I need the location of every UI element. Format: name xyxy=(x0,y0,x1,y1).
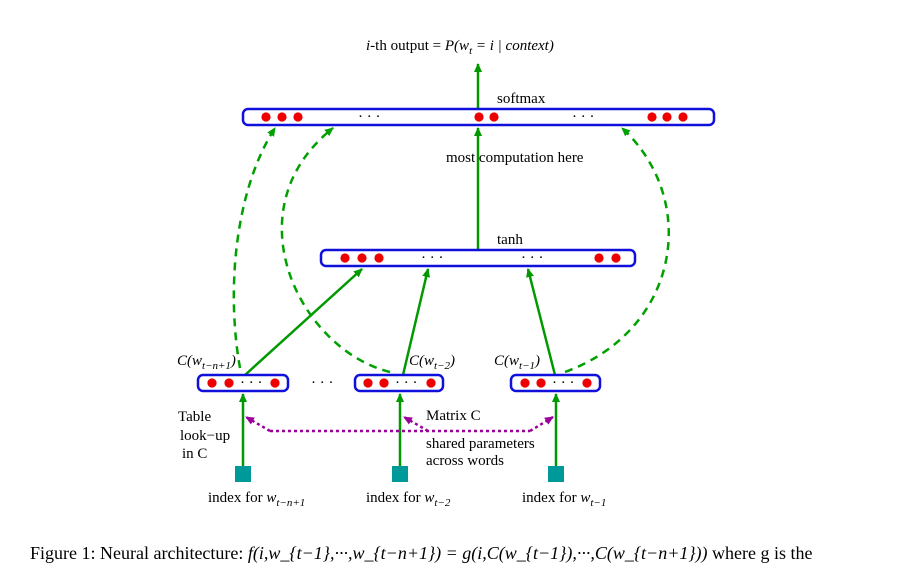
softmax-ellipsis-right: · · · xyxy=(572,109,595,125)
context3-to-softmax-dashed xyxy=(564,127,670,374)
caption-formula: f(i,w_{t−1},···,w_{t−n+1}) = g(i,C(w_{t−… xyxy=(247,543,708,563)
context-ellipsis: · · · xyxy=(240,375,263,391)
context-ellipsis: · · · xyxy=(552,375,575,391)
context-unit xyxy=(270,378,280,388)
tanh-ellipsis-right: · · · xyxy=(521,250,544,266)
tanh-unit xyxy=(611,253,621,263)
tanh-unit xyxy=(594,253,604,263)
softmax-label: softmax xyxy=(497,91,546,107)
context-unit xyxy=(379,378,389,388)
softmax-units xyxy=(261,112,688,122)
context1-to-softmax-dashed xyxy=(232,127,277,369)
matrix-c-label: Matrix C xyxy=(426,408,481,424)
softmax-unit xyxy=(647,112,657,122)
context3-to-tanh-arrow xyxy=(526,268,557,376)
tanh-unit xyxy=(357,253,367,263)
most-computation-label: most computation here xyxy=(446,150,584,166)
context-unit xyxy=(426,378,436,388)
context-unit xyxy=(582,378,592,388)
tanh-layer-box xyxy=(319,248,637,268)
context2-label: C(wt−2) xyxy=(409,353,455,372)
softmax-ellipsis-left: · · · xyxy=(358,109,381,125)
index-label-3: index for wt−1 xyxy=(522,490,606,509)
index-square-2 xyxy=(392,466,408,482)
tanh-unit xyxy=(374,253,384,263)
caption-suffix: where g is the xyxy=(707,543,813,563)
shared-to-context2-dotted xyxy=(403,415,429,433)
output-label: i-th output = P(wt = i | context) xyxy=(366,38,554,57)
context-ellipsis: · · · xyxy=(395,375,418,391)
shared-to-context3-dotted xyxy=(529,415,554,433)
softmax-unit xyxy=(277,112,287,122)
context-node-1: · · · xyxy=(196,373,290,393)
tanh-units xyxy=(340,253,621,263)
context-node-2: · · · xyxy=(353,373,445,393)
caption-prefix: Figure 1: Neural architecture: xyxy=(30,543,248,563)
shared-parameters-label: shared parameters across words xyxy=(426,436,538,469)
context-box xyxy=(353,373,445,393)
context1-to-tanh-arrow xyxy=(244,268,363,376)
index-label-1: index for wt−n+1 xyxy=(208,490,305,509)
softmax-unit xyxy=(678,112,688,122)
tanh-label: tanh xyxy=(497,232,523,248)
context-box xyxy=(196,373,290,393)
softmax-unit xyxy=(293,112,303,122)
context3-label: C(wt−1) xyxy=(494,353,540,372)
context-unit xyxy=(224,378,234,388)
context-between-ellipsis: · · · xyxy=(311,375,334,391)
softmax-unit xyxy=(489,112,499,122)
index-square-3 xyxy=(548,466,564,482)
softmax-unit xyxy=(261,112,271,122)
context-node-3: · · · xyxy=(509,373,602,393)
context-unit xyxy=(363,378,373,388)
softmax-unit xyxy=(474,112,484,122)
tanh-ellipsis-left: · · · xyxy=(421,250,444,266)
context-unit xyxy=(520,378,530,388)
context-box xyxy=(509,373,602,393)
context2-to-tanh-arrow xyxy=(401,268,431,376)
page-cutoff xyxy=(0,566,897,583)
figure-caption: Figure 1: Neural architecture: f(i,w_{t−… xyxy=(30,543,890,564)
shared-to-context1-dotted xyxy=(245,415,271,433)
context1-label: C(wt−n+1) xyxy=(177,353,236,372)
context-unit xyxy=(207,378,217,388)
tanh-unit xyxy=(340,253,350,263)
context-unit xyxy=(536,378,546,388)
context2-to-softmax-dashed xyxy=(280,127,391,374)
index-square-1 xyxy=(235,466,251,482)
index-label-2: index for wt−2 xyxy=(366,490,451,509)
table-lookup-label: Table look−up in C xyxy=(178,409,234,462)
softmax-unit xyxy=(662,112,672,122)
